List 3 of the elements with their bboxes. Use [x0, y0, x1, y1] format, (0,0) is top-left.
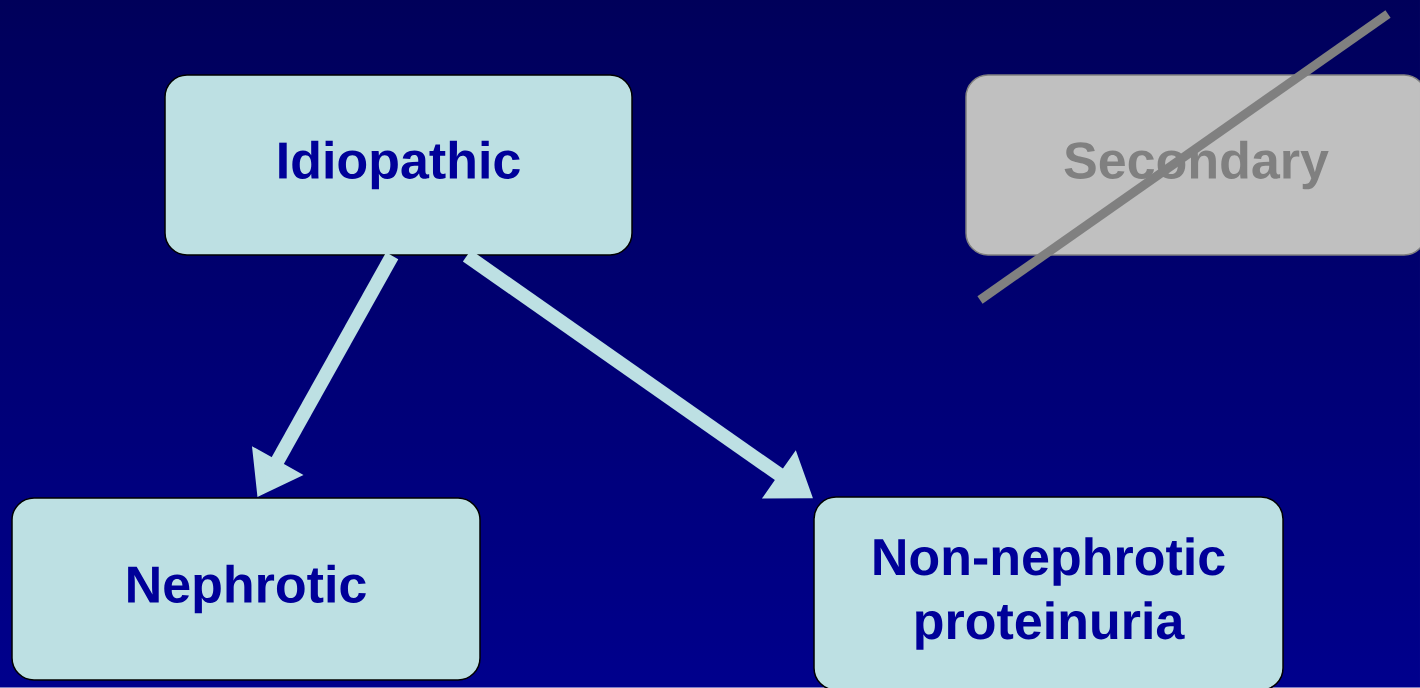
rounded-box: Idiopathic — [164, 74, 633, 256]
rounded-box: Nephrotic — [11, 497, 481, 681]
rounded-box: Non-nephrotic proteinuria — [813, 496, 1284, 688]
